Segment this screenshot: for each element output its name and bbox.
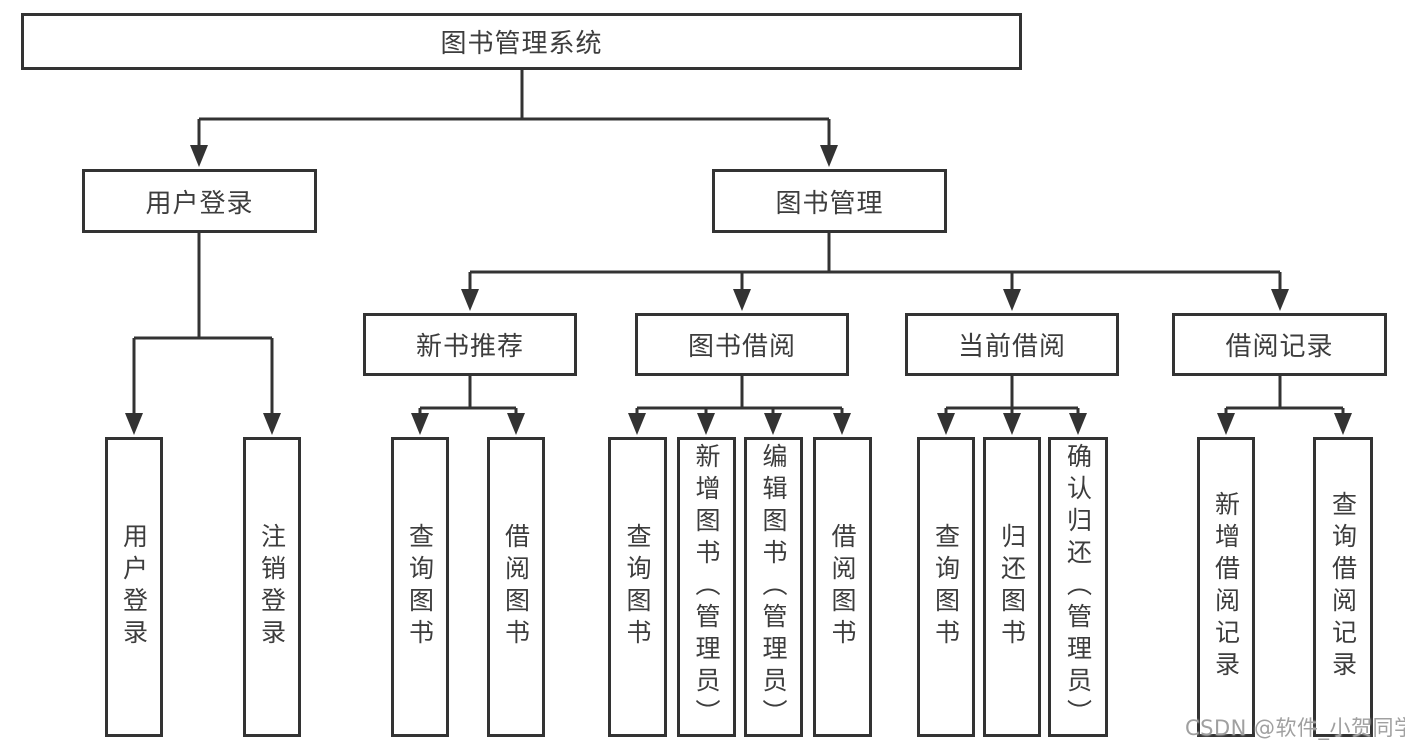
leaf-label: 新增图书（管理员） xyxy=(692,443,721,731)
node-leaf-confirm-return-admin: 确认归还（管理员） xyxy=(1048,437,1108,737)
node-leaf-user-login: 用户登录 xyxy=(105,437,163,737)
leaf-label: 查询图书 xyxy=(931,523,961,651)
watermark: CSDN @软件_小贺同学 xyxy=(1185,716,1405,740)
leaf-label: 归还图书 xyxy=(997,523,1027,651)
node-book-management: 图书管理 xyxy=(712,169,947,233)
leaf-label: 用户登录 xyxy=(119,523,149,651)
leaf-label: 新增借阅记录 xyxy=(1211,491,1241,683)
leaf-label: 查询图书 xyxy=(405,523,435,651)
node-leaf-edit-book-admin: 编辑图书（管理员） xyxy=(744,437,803,737)
node-leaf-logout: 注销登录 xyxy=(243,437,301,737)
node-current-borrow: 当前借阅 xyxy=(905,313,1119,376)
node-leaf-query-borrow-record: 查询借阅记录 xyxy=(1313,437,1373,737)
node-leaf-borrow-books-1: 借阅图书 xyxy=(487,437,545,737)
leaf-label: 确认归还（管理员） xyxy=(1063,443,1093,731)
node-leaf-borrow-books-2: 借阅图书 xyxy=(813,437,872,737)
node-book-borrow: 图书借阅 xyxy=(635,313,849,376)
node-user-login: 用户登录 xyxy=(82,169,317,233)
leaf-label: 查询图书 xyxy=(623,523,652,651)
node-borrow-records: 借阅记录 xyxy=(1172,313,1387,376)
node-leaf-return-book: 归还图书 xyxy=(983,437,1041,737)
leaf-label: 编辑图书（管理员） xyxy=(759,443,788,731)
leaf-label: 注销登录 xyxy=(257,523,287,651)
leaf-label: 借阅图书 xyxy=(501,523,531,651)
node-leaf-add-book-admin: 新增图书（管理员） xyxy=(677,437,736,737)
node-leaf-add-borrow-record: 新增借阅记录 xyxy=(1197,437,1255,737)
leaf-label: 借阅图书 xyxy=(828,523,857,651)
node-new-book-recommend: 新书推荐 xyxy=(363,313,577,376)
node-leaf-query-books-2: 查询图书 xyxy=(608,437,667,737)
node-root: 图书管理系统 xyxy=(21,13,1022,70)
node-leaf-query-books-1: 查询图书 xyxy=(391,437,449,737)
leaf-label: 查询借阅记录 xyxy=(1328,491,1358,683)
node-leaf-query-books-3: 查询图书 xyxy=(917,437,975,737)
arrowhead-icons xyxy=(125,145,1352,435)
